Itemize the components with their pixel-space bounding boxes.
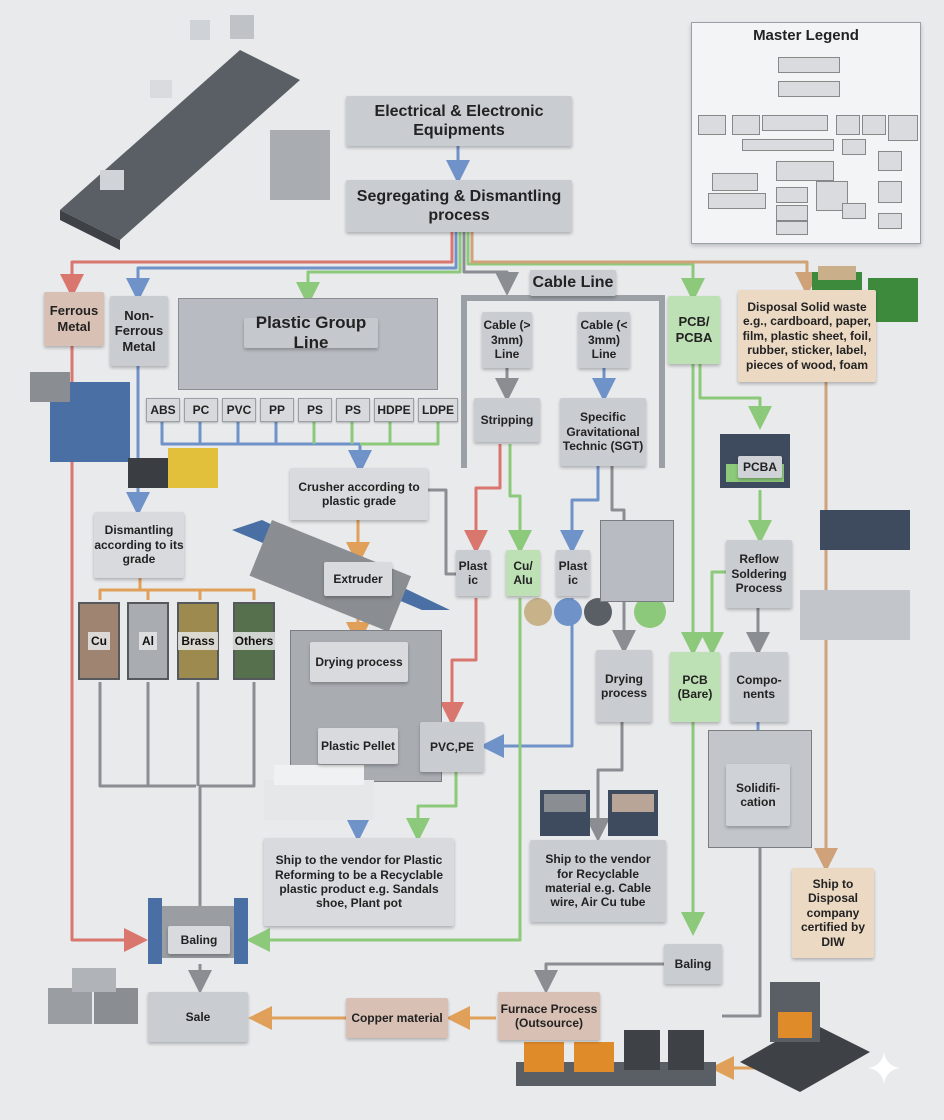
components-box: Compo-nents (730, 652, 788, 722)
bin-al: Al (127, 602, 169, 680)
baling-pcb-box: Baling (664, 944, 722, 984)
sparkle-icon (866, 1050, 902, 1086)
ship-disposal-box: Ship to Disposal company certified by DI… (792, 868, 874, 958)
solidification-box: Solidifi-cation (726, 764, 790, 826)
cable-plastic-2-box: Plast ic (556, 550, 590, 596)
magnet-separator (118, 428, 228, 508)
pcba-box: PCBA (738, 456, 782, 478)
bin-cu-label: Cu (88, 632, 110, 650)
arrow-seg-to-nonferrous (126, 232, 458, 302)
ferrous-machine (30, 362, 140, 470)
arrow-drying-to-ship (586, 722, 624, 842)
bin-cu: Cu (78, 602, 120, 680)
sale-box: Sale (148, 992, 248, 1042)
arrow-crusher-loop (428, 488, 456, 576)
reflow-soldering-box: Reflow Soldering Process (726, 540, 792, 608)
grade-ps-2: PS (336, 398, 370, 422)
arrow-sgt-to-plastic2 (560, 466, 600, 554)
dismantling-grade-box: Dismantling according to its grade (94, 512, 184, 578)
arrow-seg-to-disposal (470, 232, 819, 296)
plastic-group-line-title: Plastic Group Line (244, 313, 378, 352)
baled-blocks (48, 968, 144, 1044)
furnace-process-box: Furnace Process (Outsource) (498, 992, 600, 1040)
stripping-box: Stripping (474, 398, 540, 442)
plastic-drying-box: Drying process (310, 642, 408, 682)
pvc-pe-box: PVC,PE (420, 722, 484, 772)
arrow-seg-to-plastic (296, 232, 462, 306)
pcb-pcba-box: PCB/ PCBA (668, 296, 720, 364)
cable-drying-box: Drying process (596, 650, 652, 722)
pellet-bags (264, 760, 374, 820)
extruder-box: Extruder (324, 562, 392, 596)
bin-al-label: Al (139, 632, 157, 650)
copper-material-box: Copper material (346, 998, 448, 1038)
arrow-stripping-to-cualu (508, 444, 532, 554)
ferrous-metal-box: Ferrous Metal (44, 292, 104, 346)
ship-plastic-vendor-box: Ship to the vendor for Plastic Reforming… (264, 838, 454, 926)
smelter-machine (740, 982, 870, 1092)
arrow-bins-to-baling (98, 682, 256, 930)
arrow-seg-to-pcb (466, 232, 705, 302)
pcb-bare-box: PCB (Bare) (670, 652, 720, 722)
arrow-pcb-to-pcba (698, 364, 772, 430)
cable-line-title: Cable Line (530, 270, 616, 296)
arrow-seg-to-cable (462, 232, 519, 296)
cable-gantry (461, 295, 665, 468)
arrow-plastic2-to-pvcpe (480, 598, 574, 758)
arrow-dismantling-to-bins (98, 578, 256, 600)
cu-alu-box: Cu/ Alu (506, 550, 540, 596)
arrow-reflow-to-bare (700, 570, 730, 656)
eee-box: Electrical & Electronic Equipments (346, 96, 572, 146)
scrap-bins (540, 790, 660, 840)
arrow-cualu-to-baling (246, 598, 522, 952)
arrow-pcb-baling-to-furnace (534, 962, 670, 994)
ship-recyclable-vendor-box: Ship to the vendor for Recyclable materi… (530, 840, 666, 922)
baling-main-box: Baling (168, 926, 230, 954)
arrow-pvcpe-to-ship (406, 772, 458, 842)
disposal-solid-waste-box: Disposal Solid waste e.g., cardboard, pa… (738, 290, 876, 382)
arrow-grades-to-crusher (160, 422, 360, 468)
grade-pvc: PVC (222, 398, 256, 422)
arrow-grades-to-crusher-b (312, 422, 440, 446)
plastic-pellet-box: Plastic Pellet (318, 728, 398, 764)
sgt-machine (600, 520, 674, 602)
legend-title: Master Legend (753, 27, 859, 44)
arrow-solid-to-furnace (722, 846, 762, 1018)
segregating-box: Segregating & Dismantling process (346, 180, 572, 232)
cable-spools (520, 590, 670, 636)
grade-hdpe: HDPE (374, 398, 414, 422)
bin-brass: Brass (177, 602, 219, 680)
bin-brass-label: Brass (178, 632, 218, 650)
bin-others: Others (231, 602, 277, 680)
grade-pc: PC (184, 398, 218, 422)
conveyor-image (40, 10, 340, 250)
crusher-box: Crusher according to plastic grade (290, 468, 428, 520)
grade-abs: ABS (146, 398, 180, 422)
arrow-plastic-to-pvcpe (440, 598, 478, 726)
grade-ps-1: PS (298, 398, 332, 422)
furnace-machines (516, 1012, 716, 1088)
arrow-stripping-to-plastic (464, 444, 502, 554)
bin-others-label: Others (231, 632, 277, 650)
cable-small-line-box: Cable (< 3mm) Line (578, 312, 630, 368)
non-ferrous-metal-box: Non-Ferrous Metal (110, 296, 168, 366)
reflow-oven (780, 500, 920, 660)
grade-ldpe: LDPE (418, 398, 458, 422)
arrow-ferrous-to-baling (70, 346, 148, 952)
arrow-seg-to-ferrous (60, 232, 454, 298)
master-legend: Master Legend (691, 22, 921, 244)
grade-pp: PP (260, 398, 294, 422)
cable-plastic-box: Plast ic (456, 550, 490, 596)
cable-large-line-box: Cable (> 3mm) Line (482, 312, 532, 368)
sgt-box: Specific Gravitational Technic (SGT) (560, 398, 646, 466)
